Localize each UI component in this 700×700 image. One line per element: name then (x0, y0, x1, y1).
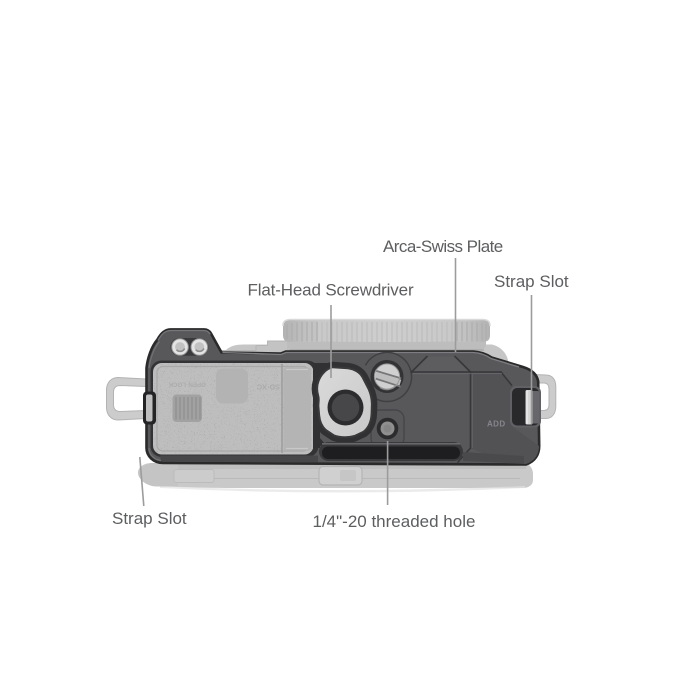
svg-text:Strap Slot: Strap Slot (112, 509, 187, 528)
svg-text:Strap Slot: Strap Slot (494, 272, 569, 291)
svg-text:1/4"-20 threaded hole: 1/4"-20 threaded hole (313, 512, 476, 531)
svg-text:ADD: ADD (487, 420, 506, 429)
svg-text:LOCK: LOCK (168, 381, 186, 388)
svg-text:SD·XC: SD·XC (256, 383, 280, 392)
svg-text:OPEN: OPEN (188, 381, 206, 388)
svg-text:Arca-Swiss Plate: Arca-Swiss Plate (383, 237, 503, 256)
svg-text:Flat-Head Screwdriver: Flat-Head Screwdriver (248, 281, 414, 300)
